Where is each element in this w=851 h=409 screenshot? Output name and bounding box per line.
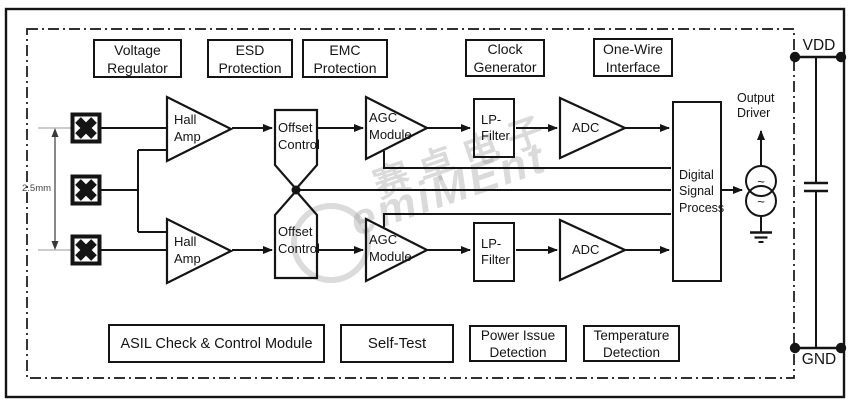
- gnd-pin-dot: [789, 342, 801, 354]
- ac-symbol-top: ~: [757, 174, 765, 189]
- ground-symbol: [750, 231, 772, 243]
- adc-top-label: ADC: [572, 120, 600, 135]
- agc-top-label: AGC Module: [369, 110, 412, 142]
- bypass-capacitor: [804, 181, 828, 193]
- module-power-issue-detection: Power Issue Detection: [469, 325, 567, 362]
- dimension-arrow: [51, 128, 59, 250]
- amplifier-triangles: [165, 95, 628, 285]
- adc-bottom-shape: [558, 218, 628, 282]
- module-one-wire-interface: One-Wire Interface: [593, 38, 673, 77]
- vdd-rail-dot: [835, 51, 847, 63]
- adc-bottom-label: ADC: [572, 242, 600, 257]
- module-emc-protection: EMC Protection: [302, 39, 388, 78]
- module-esd-protection: ESD Protection: [207, 39, 293, 78]
- hall-plate-wires: [100, 127, 166, 251]
- hall-plate-top: [70, 112, 102, 144]
- module-lp-filter-bottom: LP- Filter: [473, 222, 515, 282]
- module-digital-signal-process: Digital Signal Process: [672, 101, 725, 282]
- dimension-indicator: [38, 127, 71, 251]
- offset-control-shapes: [273, 108, 319, 280]
- offset-control-bottom-shape: [273, 189, 319, 280]
- module-asil-check-control: ASIL Check & Control Module: [108, 324, 325, 363]
- hall-amp-top-shape: [165, 95, 234, 163]
- hall-plate-bottom: [70, 234, 102, 266]
- offset-control-top-shape: [273, 108, 319, 191]
- offset-control-top-label: Offset Control: [278, 120, 320, 152]
- module-voltage-regulator: Voltage Regulator: [93, 39, 182, 78]
- agc-top-shape: [364, 95, 430, 161]
- module-lp-filter-top: LP- Filter: [473, 98, 515, 158]
- hall-amp-bottom-shape: [165, 217, 234, 285]
- module-label: LP- Filter: [481, 112, 510, 143]
- module-label: Self-Test: [367, 334, 427, 352]
- module-label: Clock Generator: [473, 41, 537, 75]
- offset-control-bottom-label: Offset Control: [278, 224, 320, 256]
- agc-bottom-label: AGC Module: [369, 232, 412, 264]
- chopper-junction-dot: [291, 185, 301, 195]
- gnd-rail-dot: [835, 342, 847, 354]
- supply-rails: [795, 55, 843, 350]
- module-label: Temperature Detection: [593, 327, 670, 360]
- vdd-label: VDD: [802, 37, 836, 54]
- output-driver-symbol: [745, 130, 777, 232]
- vdd-pin-dot: [789, 51, 801, 63]
- module-label: EMC Protection: [313, 41, 377, 76]
- signal-wires: [232, 124, 743, 254]
- gnd-label: GND: [801, 351, 837, 368]
- ac-symbol-bottom: ~: [757, 194, 765, 209]
- module-temperature-detection: Temperature Detection: [583, 325, 680, 362]
- module-label: ASIL Check & Control Module: [120, 335, 313, 352]
- pin-dots: [789, 51, 847, 354]
- dimension-label: 2.5mm: [22, 183, 52, 194]
- output-driver-label: Output Driver: [737, 91, 775, 120]
- agc-bottom-shape: [364, 217, 430, 283]
- outer-frame: [4, 7, 846, 399]
- hall-plate-middle: [70, 174, 102, 206]
- chip-boundary: [26, 28, 795, 379]
- module-label: LP- Filter: [481, 236, 510, 267]
- adc-top-shape: [558, 96, 628, 160]
- module-label: ESD Protection: [218, 41, 282, 76]
- module-self-test: Self-Test: [340, 324, 454, 363]
- module-label: One-Wire Interface: [603, 40, 663, 75]
- module-clock-generator: Clock Generator: [465, 39, 545, 77]
- hall-amp-top-label: Hall Amp: [174, 112, 201, 144]
- hall-amp-bottom-label: Hall Amp: [174, 234, 201, 266]
- module-label: Digital Signal Process: [679, 167, 725, 215]
- module-label: Voltage Regulator: [107, 41, 168, 76]
- module-label: Power Issue Detection: [480, 327, 556, 360]
